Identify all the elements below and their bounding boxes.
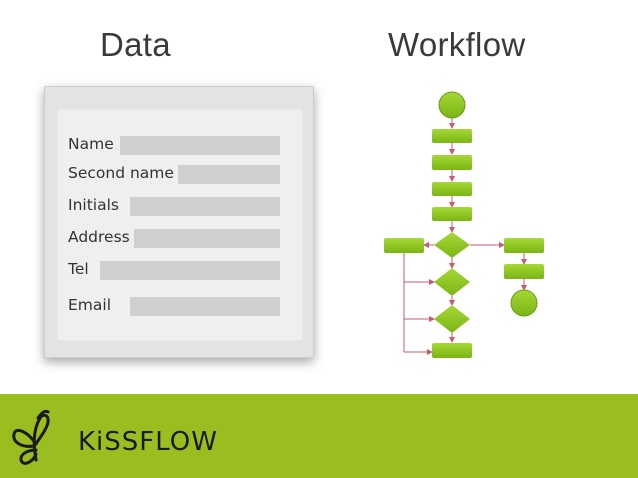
end-node (510, 289, 538, 317)
data-form-card: Name Second name Initials Address Tel Em… (44, 86, 314, 358)
email-field[interactable] (130, 297, 280, 316)
data-title: Data (100, 26, 171, 63)
flow-connectors (403, 118, 527, 355)
branch-process-node-2 (504, 264, 544, 279)
second-name-field[interactable] (178, 165, 280, 184)
form-row-initials: Initials (58, 195, 302, 217)
form-row-name: Name (58, 134, 302, 156)
email-label: Email (68, 296, 112, 314)
process-node-3 (432, 182, 472, 196)
second-name-label: Second name (68, 164, 174, 182)
branch-process-node-1 (504, 238, 544, 253)
start-node (438, 91, 466, 119)
brand-name: KiSSFLOW (78, 427, 218, 457)
form-row-email: Email (58, 295, 302, 317)
butterfly-logo-icon (12, 410, 50, 465)
tel-label: Tel (68, 260, 89, 278)
workflow-diagram (384, 91, 544, 358)
side-process-node (384, 238, 424, 253)
initials-label: Initials (68, 196, 119, 214)
decision-node-3 (434, 305, 470, 333)
decision-node-1 (434, 232, 470, 258)
form-row-address: Address (58, 227, 302, 249)
process-node-5 (432, 343, 472, 358)
decision-node-2 (434, 268, 470, 296)
brand-footer: KiSSFLOW (0, 394, 638, 478)
data-form: Name Second name Initials Address Tel Em… (57, 109, 303, 341)
name-label: Name (68, 135, 114, 153)
address-label: Address (68, 228, 130, 246)
process-node-1 (432, 129, 472, 143)
name-field[interactable] (120, 136, 280, 155)
form-row-tel: Tel (58, 259, 302, 281)
process-node-4 (432, 207, 472, 221)
tel-field[interactable] (100, 261, 280, 280)
address-field[interactable] (134, 229, 280, 248)
initials-field[interactable] (130, 197, 280, 216)
workflow-title: Workflow (388, 26, 526, 63)
form-row-second-name: Second name (58, 163, 302, 185)
process-node-2 (432, 155, 472, 170)
